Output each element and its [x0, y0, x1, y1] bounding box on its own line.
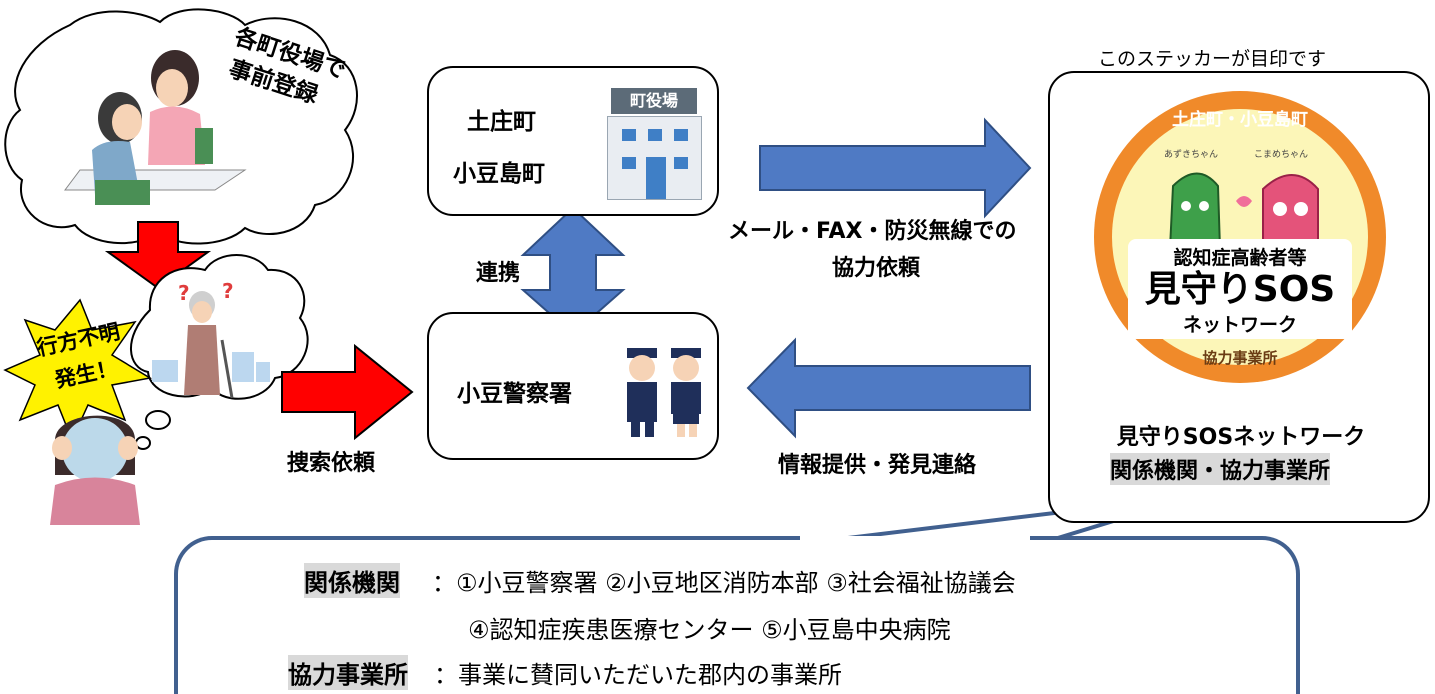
related-agencies-list-2: ④認知症疾患医療センター ⑤小豆島中央病院: [468, 616, 951, 644]
police-station-box: 小豆警察署: [427, 312, 719, 460]
character-name-left: あずきちゃん: [1164, 150, 1219, 160]
svg-text:?: ?: [222, 279, 234, 303]
character-name-right: こまめちゃん: [1254, 150, 1309, 160]
sticker-banner-line1: 認知症高齢者等: [1173, 247, 1307, 269]
svg-text:?: ?: [178, 281, 190, 305]
red-right-arrow: [281, 343, 414, 441]
sticker-banner: 認知症高齢者等 見守りSOS ネットワーク: [1128, 239, 1352, 339]
staff-person-icon: [148, 50, 213, 165]
missing-burst: [3, 298, 153, 442]
related-agencies-label: 関係機関: [304, 563, 400, 598]
cooperation-request-label-2: 協力依頼: [832, 256, 921, 281]
town-hall-sign: 町役場: [611, 88, 697, 114]
sticker-caption: このステッカーが目印です: [1098, 48, 1327, 70]
sticker-badge: 土庄町・小豆島町 あずきちゃん こまめちゃん 認知症高齢者等 見守りSOS ネッ…: [1094, 91, 1386, 383]
sticker-box: 土庄町・小豆島町 あずきちゃん こまめちゃん 認知症高齢者等 見守りSOS ネッ…: [1048, 71, 1430, 523]
thought-bubble: ? ?: [130, 254, 309, 450]
registration-cloud: [4, 8, 358, 245]
cooperating-business-text: ：事業に賛同いただいた郡内の事業所: [434, 661, 842, 689]
sticker-arc-bottom: 協力事業所: [1202, 349, 1278, 367]
elderly-person-icon: [184, 291, 234, 399]
police-officers-icon: [627, 348, 701, 437]
cooperation-request-label-1: メール・FAX・防災無線での: [728, 219, 1017, 244]
town-name-shodoshima: 小豆島町: [453, 161, 545, 187]
related-agencies-list-1: ：①小豆警察署 ②小豆地区消防本部 ③社会福祉協議会: [432, 569, 1016, 597]
town-name-tonosho: 土庄町: [467, 109, 536, 135]
town-office-box: 土庄町 小豆島町 町役場: [427, 66, 719, 216]
report-arrow: [746, 337, 1031, 439]
sticker-arc-top: 土庄町・小豆島町: [1172, 110, 1308, 130]
cooperating-business-label: 協力事業所: [288, 655, 408, 690]
request-arrow: [759, 117, 1032, 219]
info-report-label: 情報提供・発見連絡: [778, 453, 977, 478]
sticker-banner-line2: 見守りSOS: [1144, 269, 1336, 310]
search-request-label: 捜索依頼: [287, 451, 376, 476]
registrant-person-icon: [92, 92, 150, 205]
police-station-name: 小豆警察署: [457, 381, 572, 407]
callout-pointer-join: [800, 536, 1030, 542]
mascot-characters-icon: [1168, 172, 1319, 250]
network-name: 見守りSOSネットワーク: [1116, 425, 1366, 450]
sticker-banner-line3: ネットワーク: [1182, 314, 1297, 336]
town-hall-building-icon: 町役場: [607, 88, 702, 200]
worried-person-icon: [50, 415, 140, 525]
coordination-label: 連携: [476, 261, 521, 286]
network-parties: 関係機関・協力事業所: [1110, 453, 1331, 485]
